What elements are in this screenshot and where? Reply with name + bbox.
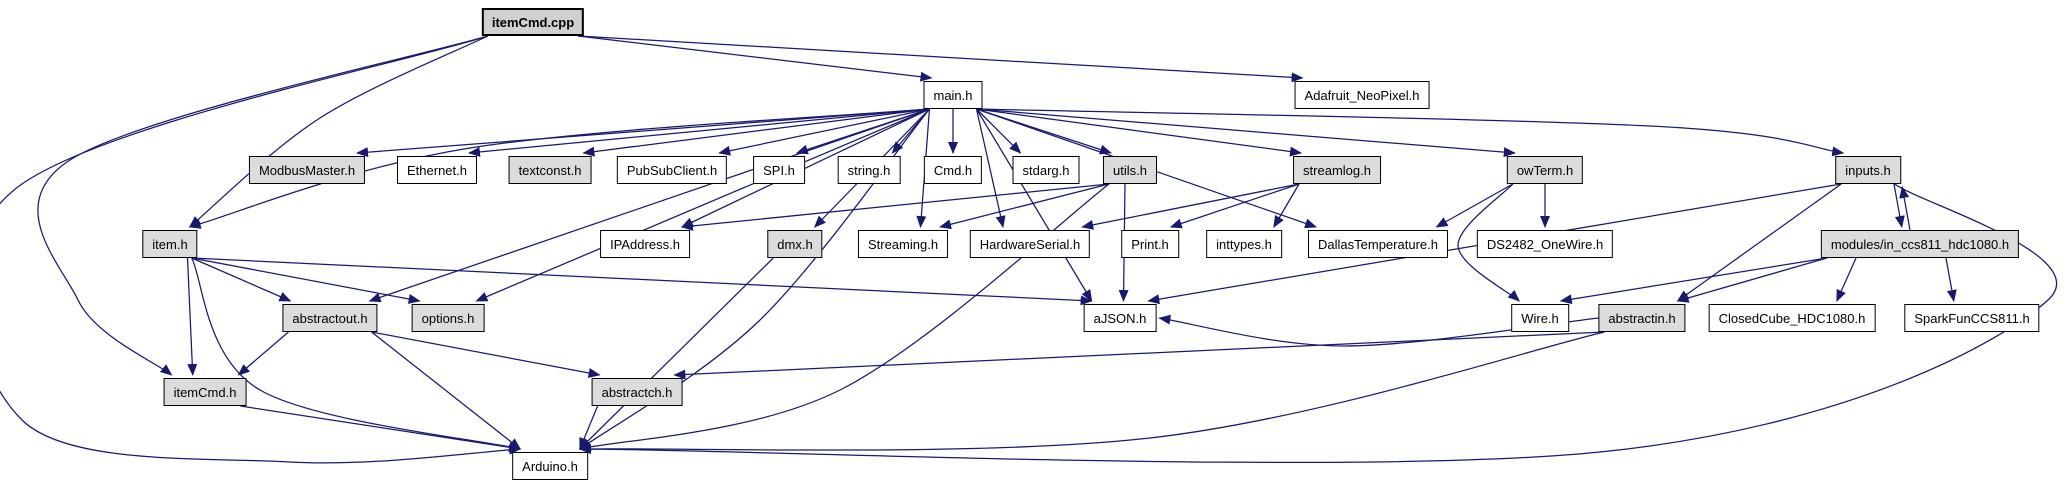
graph-node-main_h[interactable]: main.h [923,81,983,109]
edge-main_h-to-textconst_h [582,108,930,157]
edge-main_h-to-inputs_h [976,108,1845,157]
edge-main_h-to-options_h [475,108,930,302]
graph-node-ajson_h[interactable]: aJSON.h [1083,304,1157,332]
edge-main_h-to-owterm_h [976,108,1516,158]
edge-itemcmd_cpp-to-arduino_h [0,35,522,464]
edge-main_h-to-ajson_h [975,108,1093,302]
graph-node-print_h[interactable]: Print.h [1121,230,1179,258]
graph-node-stdarg_h[interactable]: stdarg.h [1012,156,1080,184]
edge-item_h-to-ajson_h [191,257,1093,306]
edge-item_h-to-options_h [191,257,421,304]
graph-node-streamlog_h[interactable]: streamlog.h [1293,156,1381,184]
graph-node-hardwareserial_h[interactable]: HardwareSerial.h [969,230,1091,258]
edge-main_h-to-streamlog_h [976,108,1303,157]
edge-owterm_h-to-wire_h [1457,183,1520,302]
edge-abstractout_h-to-itemcmd_h [237,331,289,376]
edge-dmx_h-to-arduino_h [579,257,774,450]
graph-node-options_h[interactable]: options.h [411,304,485,332]
edge-main_h-to-ipaddress_h [681,108,930,228]
graph-node-abstractch_h[interactable]: abstractch.h [591,378,683,406]
edge-itemcmd_cpp-to-item_h [188,35,489,228]
graph-node-dallastemperature_h[interactable]: DallasTemperature.h [1308,230,1448,258]
edge-main_h-to-item_h [188,108,930,229]
graph-node-wire_h[interactable]: Wire.h [1511,304,1569,332]
graph-node-in_ccs811_hdc1080_h[interactable]: modules/in_ccs811_hdc1080.h [1820,230,2020,258]
graph-node-modbusmaster_h[interactable]: ModbusMaster.h [248,156,366,184]
graph-node-itemcmd_h[interactable]: itemCmd.h [163,378,247,406]
graph-node-dmx_h[interactable]: dmx.h [767,230,823,258]
edge-owterm_h-to-dallastemperature_h [1435,183,1514,228]
graph-node-owterm_h[interactable]: owTerm.h [1506,156,1584,184]
edge-itemcmd_cpp-to-main_h [578,35,933,82]
edge-abstractin_h-to-arduino_h [578,331,1605,454]
edge-itemcmd_cpp-to-adafruit_neopixel_h [578,35,1304,83]
graph-node-streaming_h[interactable]: Streaming.h [857,230,949,258]
edge-main_h-to-ethernet_h [468,108,930,157]
edge-in_ccs811_hdc1080_h-to-wire_h [1559,257,1827,305]
edge-inputs_h-to-arduino_h [578,183,2058,464]
edge-item_h-to-abstractout_h [191,257,292,302]
edge-itemcmd_cpp-to-itemcmd_h [37,35,489,376]
edge-main_h-to-hardwareserial_h [975,108,1006,228]
edge-in_ccs811_hdc1080_h-to-inputs_h [1899,186,1911,231]
graph-node-arduino_h[interactable]: Arduino.h [512,452,588,480]
graph-node-item_h[interactable]: item.h [142,230,198,258]
edge-itemcmd_h-to-arduino_h [240,405,522,453]
edge-main_h-to-modbusmaster_h [356,108,930,158]
edge-main_h-to-stdarg_h [976,108,1022,154]
edge-abstractout_h-to-abstractch_h [371,331,601,378]
edge-abstractout_h-to-arduino_h [371,331,521,450]
graph-node-ds2482_onewire_h[interactable]: DS2482_OneWire.h [1476,230,1614,258]
edge-in_ccs811_hdc1080_h-to-sparkfunccs811_h [1945,257,1957,302]
graph-node-textconst_h[interactable]: textconst.h [508,156,592,184]
edge-main_h-to-pubsubclient_h [718,108,930,156]
edge-streamlog_h-to-inttypes_h [1273,183,1300,228]
edge-main_h-to-abstractout_h [368,108,930,303]
graph-node-abstractout_h[interactable]: abstractout.h [282,304,378,332]
graph-node-closedcube_hdc1080_h[interactable]: ClosedCube_HDC1080.h [1708,304,1876,332]
graph-node-ipaddress_h[interactable]: IPAddress.h [600,230,690,258]
graph-node-utils_h[interactable]: utils.h [1103,156,1157,184]
graph-node-spi_h[interactable]: SPI.h [753,156,805,184]
edge-in_ccs811_hdc1080_h-to-abstractin_h [1676,257,1828,303]
edge-in_ccs811_hdc1080_h-to-closedcube_hdc1080_h [1836,257,1857,302]
edge-streamlog_h-to-print_h [1169,183,1300,229]
edge-inputs_h-to-in_ccs811_hdc1080_h [1893,183,1905,228]
graph-node-cmd_h[interactable]: Cmd.h [923,156,983,184]
graph-node-inttypes_h[interactable]: inttypes.h [1206,230,1282,258]
edge-item_h-to-itemcmd_h [186,257,198,376]
edge-inputs_h-to-abstractin_h [1676,183,1842,302]
edge-abstractin_h-to-abstractch_h [673,331,1605,380]
graph-node-pubsubclient_h[interactable]: PubSubClient.h [616,156,728,184]
edge-item_h-to-arduino_h [191,257,522,452]
graph-node-inputs_h[interactable]: inputs.h [1835,156,1901,184]
graph-node-sparkfunccs811_h[interactable]: SparkFunCCS811.h [1904,304,2040,332]
graph-node-abstractin_h[interactable]: abstractin.h [1598,304,1686,332]
graph-node-adafruit_neopixel_h[interactable]: Adafruit_NeoPixel.h [1294,81,1430,109]
graph-node-string_h[interactable]: string.h [837,156,901,184]
edge-utils_h-to-ipaddress_h [680,183,1110,231]
graph-node-itemcmd_cpp: itemCmd.cpp [481,8,585,36]
edge-streamlog_h-to-hardwareserial_h [1081,183,1300,230]
edge-utils_h-to-streaming_h [939,183,1110,230]
graph-node-ethernet_h[interactable]: Ethernet.h [397,156,477,184]
